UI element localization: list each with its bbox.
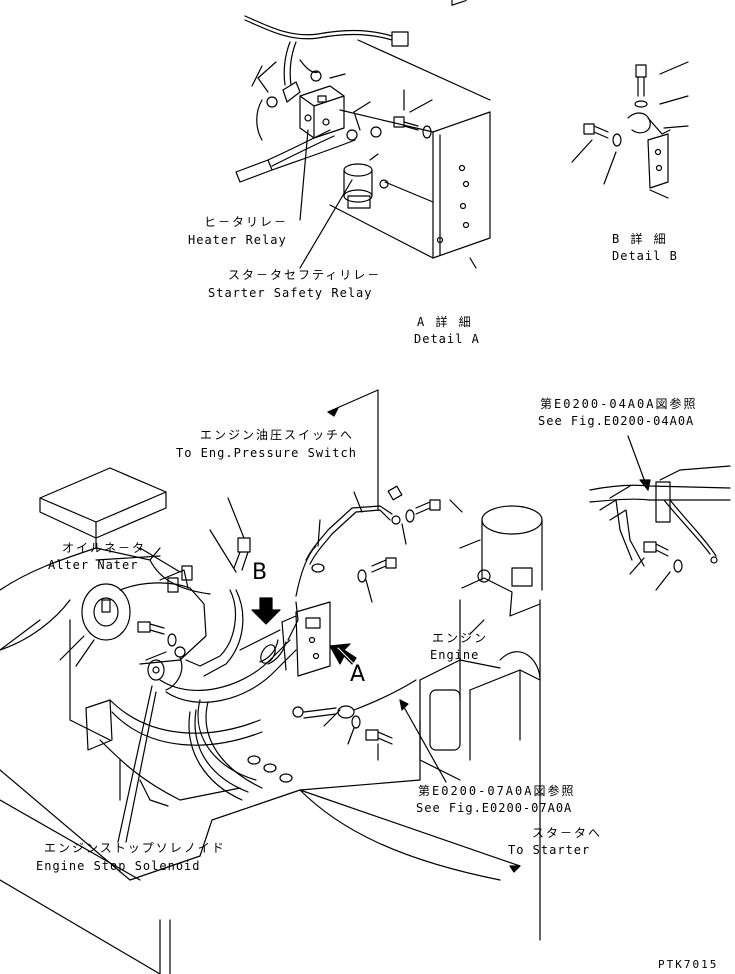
harness-cable [245,20,392,40]
bolt-icon [416,500,440,514]
washer-icon [635,101,647,107]
stop-solenoid-label-en: Engine Stop Solenoid [36,859,201,873]
bolt-icon [394,117,418,130]
detail-b-drawing [572,62,688,198]
bolt-icon [636,65,646,96]
to-starter-label-en: To Starter [508,843,591,857]
washer-icon [406,510,414,522]
engine-block [420,506,542,940]
stop-solenoid-label-jp: エンジンストップソレノイド [44,841,226,855]
alternator-housing [0,468,210,650]
alternator-body [60,566,206,750]
ground-cable [293,680,416,718]
starter-safety-relay [344,154,388,208]
bolt-icon [644,542,668,556]
detail-b-label-jp: B 詳 細 [612,232,668,246]
fig-04a0a-label-en: See Fig.E0200-04A0A [538,414,695,428]
pressure-switch-tube [306,492,400,572]
view-arrow-b-icon [252,598,280,624]
eng-pressure-label-jp: エンジン油圧スイッチへ [200,428,355,442]
bracket-plate [648,134,668,188]
starter-safety-label-en: Starter Safety Relay [208,286,373,300]
washer-icon [613,134,621,146]
fig-07a0a-label-jp: 第E0200-07A0A図参照 [418,784,576,798]
fig-04a0a-label-jp: 第E0200-04A0A図参照 [540,397,698,411]
bolt-icon [372,558,396,572]
washer-icon [352,716,360,728]
alternator-label-jp: オイルネ－タ [62,541,147,555]
bolt-icon [234,538,250,570]
detail-b-label-en: Detail B [612,249,678,263]
starter-safety-label-jp: スタ－タセフティリレ－ [228,268,382,282]
machine-frame [0,720,500,974]
engine-label-jp: エンジン [432,631,489,645]
relay-mounting-plate [433,112,490,258]
detail-a-label-en: Detail A [414,332,480,346]
fig-07a0a-label-en: See Fig.E0200-07A0A [416,801,573,815]
drawing-code: PTK7015 [658,958,719,971]
marker-a: A [350,662,366,687]
marker-b: B [252,560,268,585]
bolt-icon [138,622,164,634]
alternator-label-en: Alter Nater [48,558,139,572]
washer-icon [358,570,366,582]
relay-plate-assembly [282,602,330,676]
washer-icon [168,634,176,646]
to-starter-label-jp: スタ－タへ [532,826,603,840]
detail-a-label-jp: A 詳 細 [417,315,473,329]
harness-reference-clamp [590,466,730,566]
washer-icon [674,560,682,572]
eng-pressure-label-en: To Eng.Pressure Switch [176,446,357,460]
bolt-icon [584,124,608,138]
washer-icon [423,126,431,138]
engine-label-en: Engine [430,648,480,662]
main-assembly-drawing [0,390,730,974]
bolt-icon [388,486,402,500]
heater-relay [300,86,344,138]
engine-stop-solenoid [146,647,185,690]
view-arrow-a-icon [330,644,356,664]
bolt-icon [366,730,392,744]
heater-relay-label-jp: ヒ－タリレ－ [204,215,289,229]
heater-relay-label-en: Heater Relay [188,233,287,247]
detail-a-drawing [236,0,490,268]
